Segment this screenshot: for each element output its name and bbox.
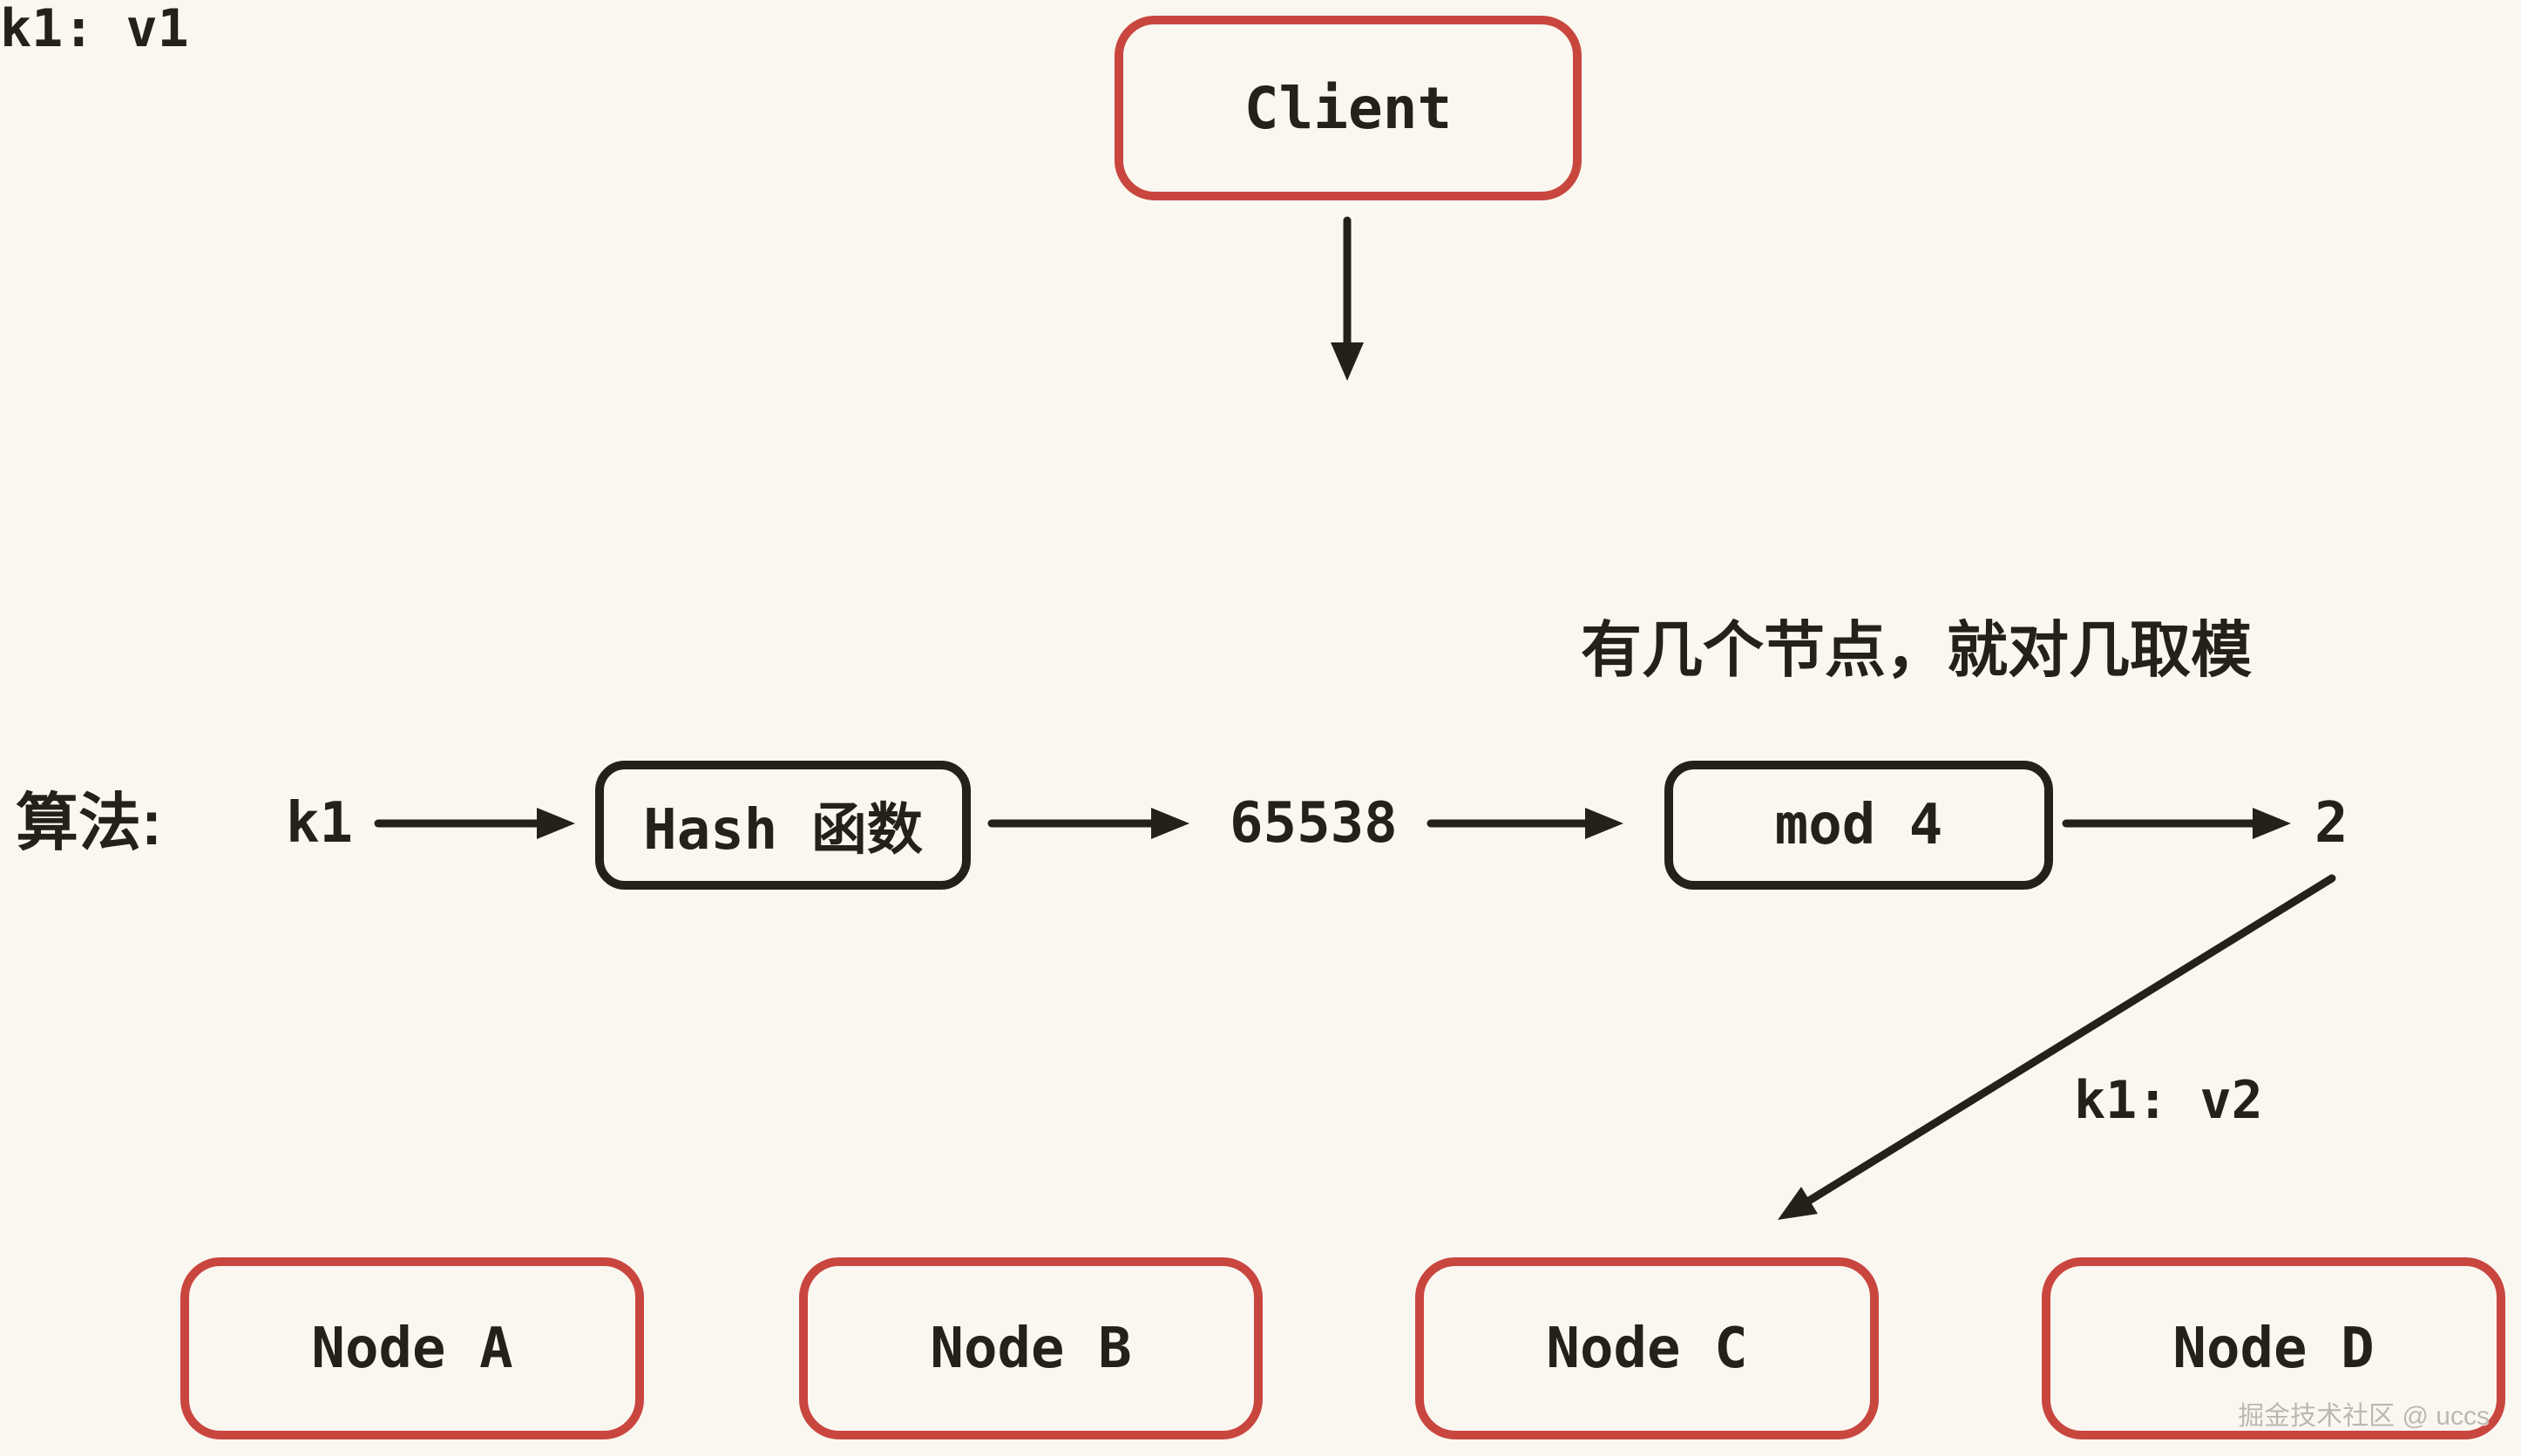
mod-box: mod 4 bbox=[1664, 761, 2053, 890]
mod-result-label: 2 bbox=[2314, 791, 2348, 856]
result-to-node-c-arrow bbox=[1778, 874, 2336, 1220]
node-a-label: Node A bbox=[311, 1316, 513, 1381]
k1-to-hash-arrow bbox=[374, 808, 575, 839]
client-arrow-label: k1: v1 bbox=[0, 0, 189, 59]
algorithm-prefix-label: 算法: bbox=[16, 789, 162, 858]
watermark: 掘金技术社区 @ uccs bbox=[2238, 1402, 2490, 1431]
hash-to-65538-arrow bbox=[987, 808, 1189, 839]
mod-to-result-arrow bbox=[2062, 808, 2291, 839]
node-b-label: Node B bbox=[930, 1316, 1132, 1381]
mod-annotation: 有几个节点，就对几取模 bbox=[1581, 616, 2252, 684]
assignment-arrow-label: k1: v2 bbox=[2074, 1070, 2263, 1131]
client-label: Client bbox=[1244, 74, 1453, 142]
key-label: k1 bbox=[286, 791, 354, 856]
node-c-box: Node C bbox=[1415, 1257, 1879, 1439]
65538-to-mod-arrow bbox=[1427, 808, 1623, 839]
hash-function-box: Hash 函数 bbox=[595, 761, 971, 890]
node-d-label: Node D bbox=[2172, 1316, 2375, 1381]
node-b-box: Node B bbox=[799, 1257, 1263, 1439]
mod-box-label: mod 4 bbox=[1774, 793, 1943, 857]
client-down-arrow bbox=[1331, 216, 1364, 381]
hash-function-label: Hash 函数 bbox=[643, 798, 923, 863]
hash-value-label: 65538 bbox=[1230, 791, 1398, 856]
node-c-label: Node C bbox=[1546, 1316, 1748, 1381]
node-a-box: Node A bbox=[180, 1257, 644, 1439]
node-d-box: Node D bbox=[2042, 1257, 2505, 1439]
client-box: Client bbox=[1115, 16, 1582, 200]
